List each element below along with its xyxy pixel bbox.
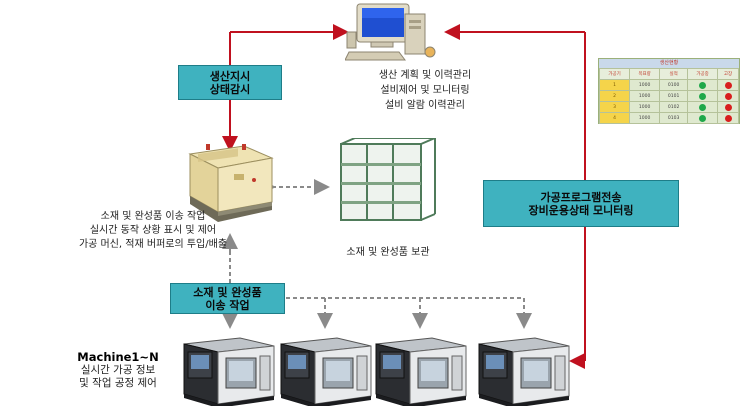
transfer-box-line-2: 이송 작업 xyxy=(205,298,250,312)
production-instruction-box: 생산지시 상태감시 xyxy=(178,65,282,100)
pc-desc-line-1: 생산 계획 및 이력관리 xyxy=(378,70,472,81)
status-cell-target: 1000 xyxy=(629,112,661,124)
status-cell-fault xyxy=(717,101,739,113)
transfer-vehicle-image xyxy=(188,144,274,222)
production-box-line-1: 생산지시 xyxy=(209,69,251,83)
status-cell-no: 3 xyxy=(598,101,631,113)
col-running: 가공중 xyxy=(687,68,719,80)
machine-desc-line-2: 및 작업 공정 제어 xyxy=(79,377,157,389)
status-cell-actual: 0103 xyxy=(659,112,689,124)
col-target: 목표량 xyxy=(629,68,661,80)
status-cell-fault xyxy=(717,79,739,91)
status-cell-running xyxy=(687,101,719,113)
storage-rack-image xyxy=(340,138,436,221)
status-cell-target: 1000 xyxy=(629,101,661,113)
status-cell-actual: 0102 xyxy=(659,101,689,113)
fault-indicator-icon xyxy=(724,92,732,100)
fault-indicator-icon xyxy=(724,81,732,89)
status-cell-running xyxy=(687,90,719,102)
transfer-desc-line-3: 가공 머신, 적재 버퍼로의 투입/배출 xyxy=(78,239,228,250)
col-fault: 고장 xyxy=(717,68,739,80)
production-box-line-2: 상태감시 xyxy=(209,82,251,96)
program-box-line-1: 가공프로그램전송 xyxy=(540,190,622,204)
cnc-machine-image xyxy=(183,337,275,406)
status-cell-no: 2 xyxy=(598,90,631,102)
status-cell-target: 1000 xyxy=(629,79,661,91)
program-box-line-2: 장비운용상태 모니터링 xyxy=(528,203,634,217)
transfer-desc-line-1: 소재 및 완성품 이송 작업 xyxy=(100,211,206,222)
running-indicator-icon xyxy=(699,81,707,89)
pc-desc-line-2: 설비제어 및 모니터링 xyxy=(380,85,470,96)
running-indicator-icon xyxy=(699,103,707,111)
machine-title: Machine1~N xyxy=(77,350,159,364)
fault-indicator-icon xyxy=(724,103,732,111)
storage-description: 소재 및 완성품 보관 xyxy=(346,247,430,258)
computer-icon xyxy=(345,3,436,61)
transfer-desc-line-2: 실시간 동작 상황 표시 및 제어 xyxy=(89,225,217,236)
col-actual: 실적 xyxy=(659,68,689,80)
status-cell-target: 1000 xyxy=(629,90,661,102)
status-header-row: 가공기 목표량 실적 가공중 고장 xyxy=(598,68,739,80)
status-cell-fault xyxy=(717,112,739,124)
status-title: 생산현황 xyxy=(599,59,739,68)
transfer-task-box: 소재 및 완성품 이송 작업 xyxy=(170,283,285,314)
machine-label: Machine1~N 실시간 가공 정보 및 작업 공정 제어 xyxy=(58,351,178,390)
program-transfer-box: 가공프로그램전송 장비운용상태 모니터링 xyxy=(483,180,679,227)
status-cell-running xyxy=(687,79,719,91)
col-machine: 가공기 xyxy=(598,68,631,80)
cnc-machine-image xyxy=(478,337,570,406)
status-cell-actual: 0100 xyxy=(659,79,689,91)
status-cell-no: 4 xyxy=(598,112,631,124)
fault-indicator-icon xyxy=(724,114,732,122)
pc-description: 생산 계획 및 이력관리 설비제어 및 모니터링 설비 알람 이력관리 xyxy=(360,68,490,113)
transfer-box-line-1: 소재 및 완성품 xyxy=(193,285,262,299)
machine-desc-line-1: 실시간 가공 정보 xyxy=(80,364,156,376)
status-cell-actual: 0101 xyxy=(659,90,689,102)
status-cell-no: 1 xyxy=(598,79,631,91)
transfer-description: 소재 및 완성품 이송 작업 실시간 동작 상황 표시 및 제어 가공 머신, … xyxy=(72,210,234,252)
cnc-machine-image xyxy=(375,337,467,406)
pc-desc-line-3: 설비 알람 이력관리 xyxy=(385,100,465,111)
status-cell-fault xyxy=(717,90,739,102)
running-indicator-icon xyxy=(699,114,707,122)
cnc-machine-image xyxy=(280,337,372,406)
status-cell-running xyxy=(687,112,719,124)
running-indicator-icon xyxy=(699,92,707,100)
